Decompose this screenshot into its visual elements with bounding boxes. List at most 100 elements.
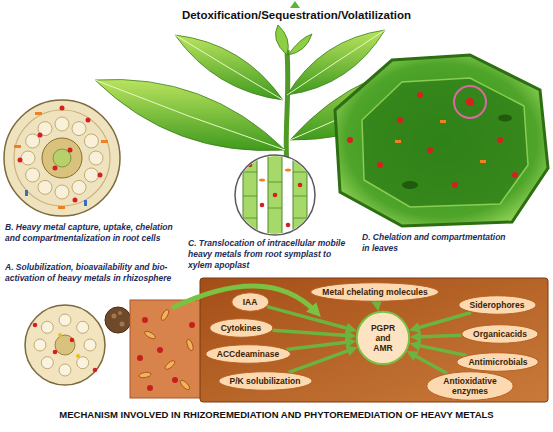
arrow-connector <box>411 354 446 374</box>
leaf-cell <box>335 55 548 226</box>
connector-group <box>267 302 471 373</box>
node-text: Cytokines <box>221 323 262 333</box>
rhizosphere-soil <box>147 385 153 391</box>
xylem-section <box>293 218 307 219</box>
root-cross-section <box>35 112 42 115</box>
root-cross-section <box>68 148 73 153</box>
rhizosphere-root-section <box>118 311 122 315</box>
root-cross-section <box>25 190 87 206</box>
factor-ellipse: Antimicrobials <box>456 352 539 372</box>
node-shape <box>458 296 535 315</box>
node-text: PGPR and AMR <box>367 323 399 353</box>
curved-arrow <box>172 286 316 312</box>
root-cross-section <box>26 134 40 148</box>
node-shape <box>209 319 272 338</box>
factor-ellipse: ACCdeaminase <box>205 344 291 364</box>
rhizosphere-root-section <box>41 357 53 369</box>
leaf-cell <box>402 181 418 189</box>
factor-ellipse: IAA <box>231 292 270 312</box>
node-shape <box>311 283 439 302</box>
root-cross-section <box>84 168 98 182</box>
node-shape <box>206 345 291 364</box>
rhizosphere-root-section <box>84 339 96 351</box>
rhizosphere-root-section <box>53 350 58 355</box>
rhizosphere-root-section <box>105 307 131 333</box>
root-cross-section <box>73 198 78 203</box>
root-cross-section <box>18 158 23 163</box>
plant-leaves <box>275 25 288 55</box>
factor-ellipse: Antioxidative enzymes <box>426 371 514 401</box>
diagram-title: Detoxification/Sequestration/Volatilizat… <box>40 9 553 21</box>
root-cross-section <box>72 180 86 194</box>
rhizosphere-soil <box>142 317 148 323</box>
root-cross-section <box>42 138 82 178</box>
leaf-cell <box>498 115 512 122</box>
rhizosphere-root-section <box>25 305 105 385</box>
rhizosphere-root-section <box>70 338 75 343</box>
rhizosphere-root-section <box>33 323 38 328</box>
root-cross-section <box>14 112 108 209</box>
xylem-section <box>286 223 291 228</box>
rhizosphere-root-section <box>59 364 71 376</box>
rhizosphere-soil <box>189 322 195 328</box>
factor-ellipse: Metal chelating molecules <box>310 282 439 302</box>
node-text: Antioxidative enzymes <box>438 376 502 396</box>
leaf-cell <box>440 120 446 123</box>
root-cross-section <box>18 106 103 203</box>
rhizosphere-soil <box>157 347 163 353</box>
root-cross-section <box>89 151 103 165</box>
root-cross-section <box>55 185 69 199</box>
leaf-cell <box>427 147 433 153</box>
arrow-connector <box>273 330 351 335</box>
xylem-section <box>293 172 307 173</box>
node-shape <box>231 293 268 312</box>
leaf-cell <box>454 86 486 118</box>
root-cross-section <box>14 145 21 148</box>
rhizosphere-root-section <box>34 339 46 351</box>
leaf-cell <box>480 160 486 163</box>
factor-ellipse: P/K solubilization <box>218 371 313 391</box>
rhizosphere-root-section <box>34 314 96 376</box>
leaf-cell <box>452 182 458 188</box>
root-cross-section <box>72 122 86 136</box>
xylem-section <box>298 183 303 188</box>
root-cross-section <box>4 100 120 216</box>
rhizosphere-root-section <box>93 368 98 373</box>
caption-text: MECHANISM INVOLVED IN RHIZOREMEDIATION A… <box>59 409 493 420</box>
rhizosphere-soil <box>186 339 195 352</box>
rhizosphere-root-section <box>41 321 53 333</box>
rhizosphere-soil <box>160 309 170 322</box>
xylem-section <box>260 203 265 208</box>
rhizosphere-soil <box>144 330 157 340</box>
factor-ellipse: Siderophores <box>458 295 537 315</box>
xylem-section <box>243 150 257 240</box>
rhizosphere-root-section <box>76 354 80 358</box>
node-text: Metal chelating molecules <box>322 287 427 297</box>
stage-label: B. Heavy metal capture, uptake, chelatio… <box>5 222 183 244</box>
xylem-section <box>293 150 307 240</box>
rhizosphere-root-section <box>55 335 75 355</box>
xylem-section <box>243 172 307 218</box>
arrow-connector <box>415 345 467 356</box>
rhizosphere-soil <box>179 379 191 391</box>
rhizosphere-soil <box>137 317 195 391</box>
stage-label: A. Solubilization, bioavailability and b… <box>5 262 195 284</box>
xylem-section <box>268 150 282 240</box>
root-cross-section <box>26 168 40 182</box>
root-cross-section <box>58 206 65 209</box>
center-circle: PGPR and AMR <box>356 311 410 365</box>
stage-label: D. Chelation and compartmentation in lea… <box>362 232 512 254</box>
rhizosphere-root-section <box>59 314 71 326</box>
node-text: IAA <box>243 297 258 307</box>
leaf-cell <box>335 55 548 226</box>
leaf-cell <box>497 137 503 143</box>
leaf-cell <box>347 137 353 143</box>
top-sprout <box>290 1 300 8</box>
xylem-section <box>268 208 282 209</box>
plant-leaves <box>288 34 312 55</box>
leaf-cell <box>377 162 383 168</box>
rhizosphere-root-section <box>77 321 89 333</box>
root-cross-section <box>84 200 87 206</box>
xylem-section <box>248 226 253 231</box>
